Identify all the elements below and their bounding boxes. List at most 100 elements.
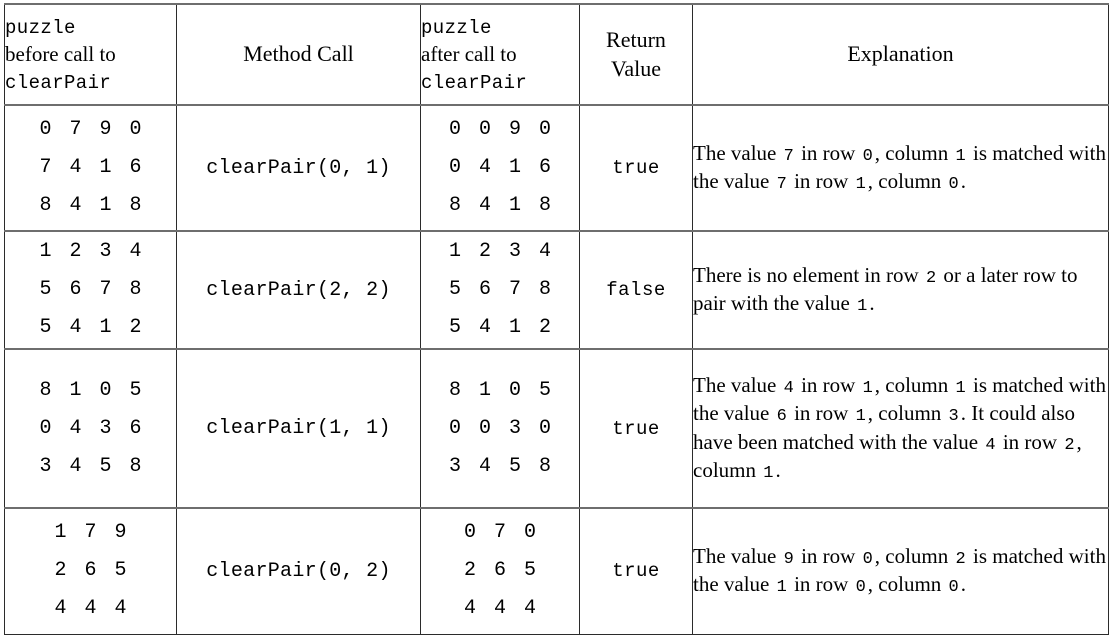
puzzle-before-grid-cell: 6 xyxy=(84,559,97,583)
explanation-text: in row xyxy=(788,401,854,426)
table-header: puzzle before call to clearPair Method C… xyxy=(4,3,1109,106)
puzzle-after-grid-cell: 0 xyxy=(538,118,551,141)
explanation-value: 1 xyxy=(862,379,873,399)
puzzle-after-grid-cell: 3 xyxy=(508,240,521,263)
puzzle-before-grid-cell: 4 xyxy=(69,416,82,440)
puzzle-after-grid-cell: 4 xyxy=(478,194,491,217)
puzzle-after-grid-cell: 6 xyxy=(478,278,491,301)
puzzle-before-grid-cell: 9 xyxy=(99,118,112,141)
explanation-value: 7 xyxy=(776,175,787,194)
puzzle-after-grid-cell: 4 xyxy=(523,597,536,621)
header-puzzle-after-identifier: puzzle xyxy=(421,17,492,40)
puzzle-before-grid-cell: 3 xyxy=(39,454,52,478)
explanation-value: 0 xyxy=(862,550,873,570)
explanation-text: is matched with the value xyxy=(693,544,1106,597)
explanation-text: , column xyxy=(874,544,954,569)
explanation-cell: The value 7 in row 0, column 1 is matche… xyxy=(692,104,1109,232)
puzzle-after-grid-cell: 8 xyxy=(538,454,551,478)
return-value-cell: true xyxy=(579,507,693,635)
explanation-value: 0 xyxy=(855,578,866,598)
puzzle-before-grid-cell: 7 xyxy=(39,156,52,179)
puzzle-before-grid-cell: 0 xyxy=(39,416,52,440)
explanation-value: 2 xyxy=(955,550,966,570)
puzzle-after-grid-cell: 4 xyxy=(478,454,491,478)
puzzle-after-grid-cell: 2 xyxy=(478,240,491,263)
puzzle-before-grid-cell: 8 xyxy=(39,194,52,217)
explanation-value: 1 xyxy=(955,379,966,399)
explanation-text: . xyxy=(960,572,966,597)
puzzle-after-grid-cell: 0 xyxy=(538,416,551,440)
puzzle-before-grid-cell: 7 xyxy=(69,118,82,141)
puzzle-before-grid-cell: 3 xyxy=(99,240,112,263)
method-call-cell: clearPair(0, 1) xyxy=(176,104,421,232)
puzzle-after-grid-cell: 7 xyxy=(508,278,521,301)
explanation-value: 0 xyxy=(948,578,959,598)
explanation-value: 1 xyxy=(855,407,866,427)
explanation-value: 4 xyxy=(985,435,996,455)
puzzle-after-grid-cell: 1 xyxy=(508,156,521,179)
explanation-value: 1 xyxy=(955,146,966,166)
puzzle-before-grid-cell: 7 xyxy=(84,521,97,545)
puzzle-before-grid-cell: 8 xyxy=(129,194,142,217)
header-puzzle-before-text: before call to xyxy=(5,41,116,66)
puzzle-after-grid-cell: 1 xyxy=(508,194,521,217)
explanation-text: . xyxy=(775,457,781,482)
explanation-cell: The value 4 in row 1, column 1 is matche… xyxy=(692,348,1109,509)
puzzle-before-grid-cell: 6 xyxy=(129,416,142,440)
puzzle-after-grid-cell: 2 xyxy=(538,316,551,339)
explanation-text: in row xyxy=(795,544,861,569)
explanation-text: , column xyxy=(867,169,947,193)
puzzle-after-grid-cell: 4 xyxy=(478,156,491,179)
explanation-text: in row xyxy=(788,169,854,193)
header-method-call-label: Method Call xyxy=(243,41,354,67)
puzzle-before-grid-cell: 1 xyxy=(99,316,112,339)
puzzle-before-grid-cell: 2 xyxy=(129,316,142,339)
puzzle-after-grid-cell: 4 xyxy=(463,597,476,621)
explanation-text: The value xyxy=(693,544,782,569)
puzzle-after-grid-cell: 2 xyxy=(463,559,476,583)
puzzle-after-grid-cell: 0 xyxy=(508,378,521,402)
puzzle-before-grid-cell: 0 xyxy=(99,378,112,402)
puzzle-after-grid-cell: 0 xyxy=(448,416,461,440)
explanation-value: 2 xyxy=(925,268,937,288)
puzzle-before-grid-cell: 0 xyxy=(129,118,142,141)
header-explanation-label: Explanation xyxy=(847,41,954,67)
explanation-text: is matched with the value xyxy=(693,140,1106,193)
explanation-value: 1 xyxy=(855,175,866,194)
explanation-text: is matched with the value xyxy=(693,373,1106,426)
header-puzzle-before-identifier: puzzle xyxy=(5,17,76,40)
puzzle-before-grid-cell: 1 xyxy=(69,378,82,402)
header-return-value-line2: Value xyxy=(610,55,662,81)
puzzle-after-grid-cell: 0 xyxy=(478,416,491,440)
puzzle-after-grid-cell: 5 xyxy=(508,454,521,478)
puzzle-before-grid-cell: 4 xyxy=(54,597,67,621)
puzzle-after-grid-cell: 1 xyxy=(508,316,521,339)
method-call-cell: clearPair(0, 2) xyxy=(176,507,421,635)
puzzle-before-grid-cell: 9 xyxy=(114,521,127,545)
puzzle-after-grid-cell: 4 xyxy=(478,316,491,339)
explanation-text: in row xyxy=(795,373,861,398)
explanation-value: 2 xyxy=(1064,435,1075,455)
explanation-cell: The value 9 in row 0, column 2 is matche… xyxy=(692,507,1109,635)
puzzle-after-grid-cell: 8 xyxy=(448,194,461,217)
explanation-text: . xyxy=(869,291,875,315)
explanation-text: , column xyxy=(693,429,1082,482)
explanation-text: or a later row to pair with the value xyxy=(693,262,1078,315)
puzzle-before-grid-cell: 2 xyxy=(69,240,82,263)
